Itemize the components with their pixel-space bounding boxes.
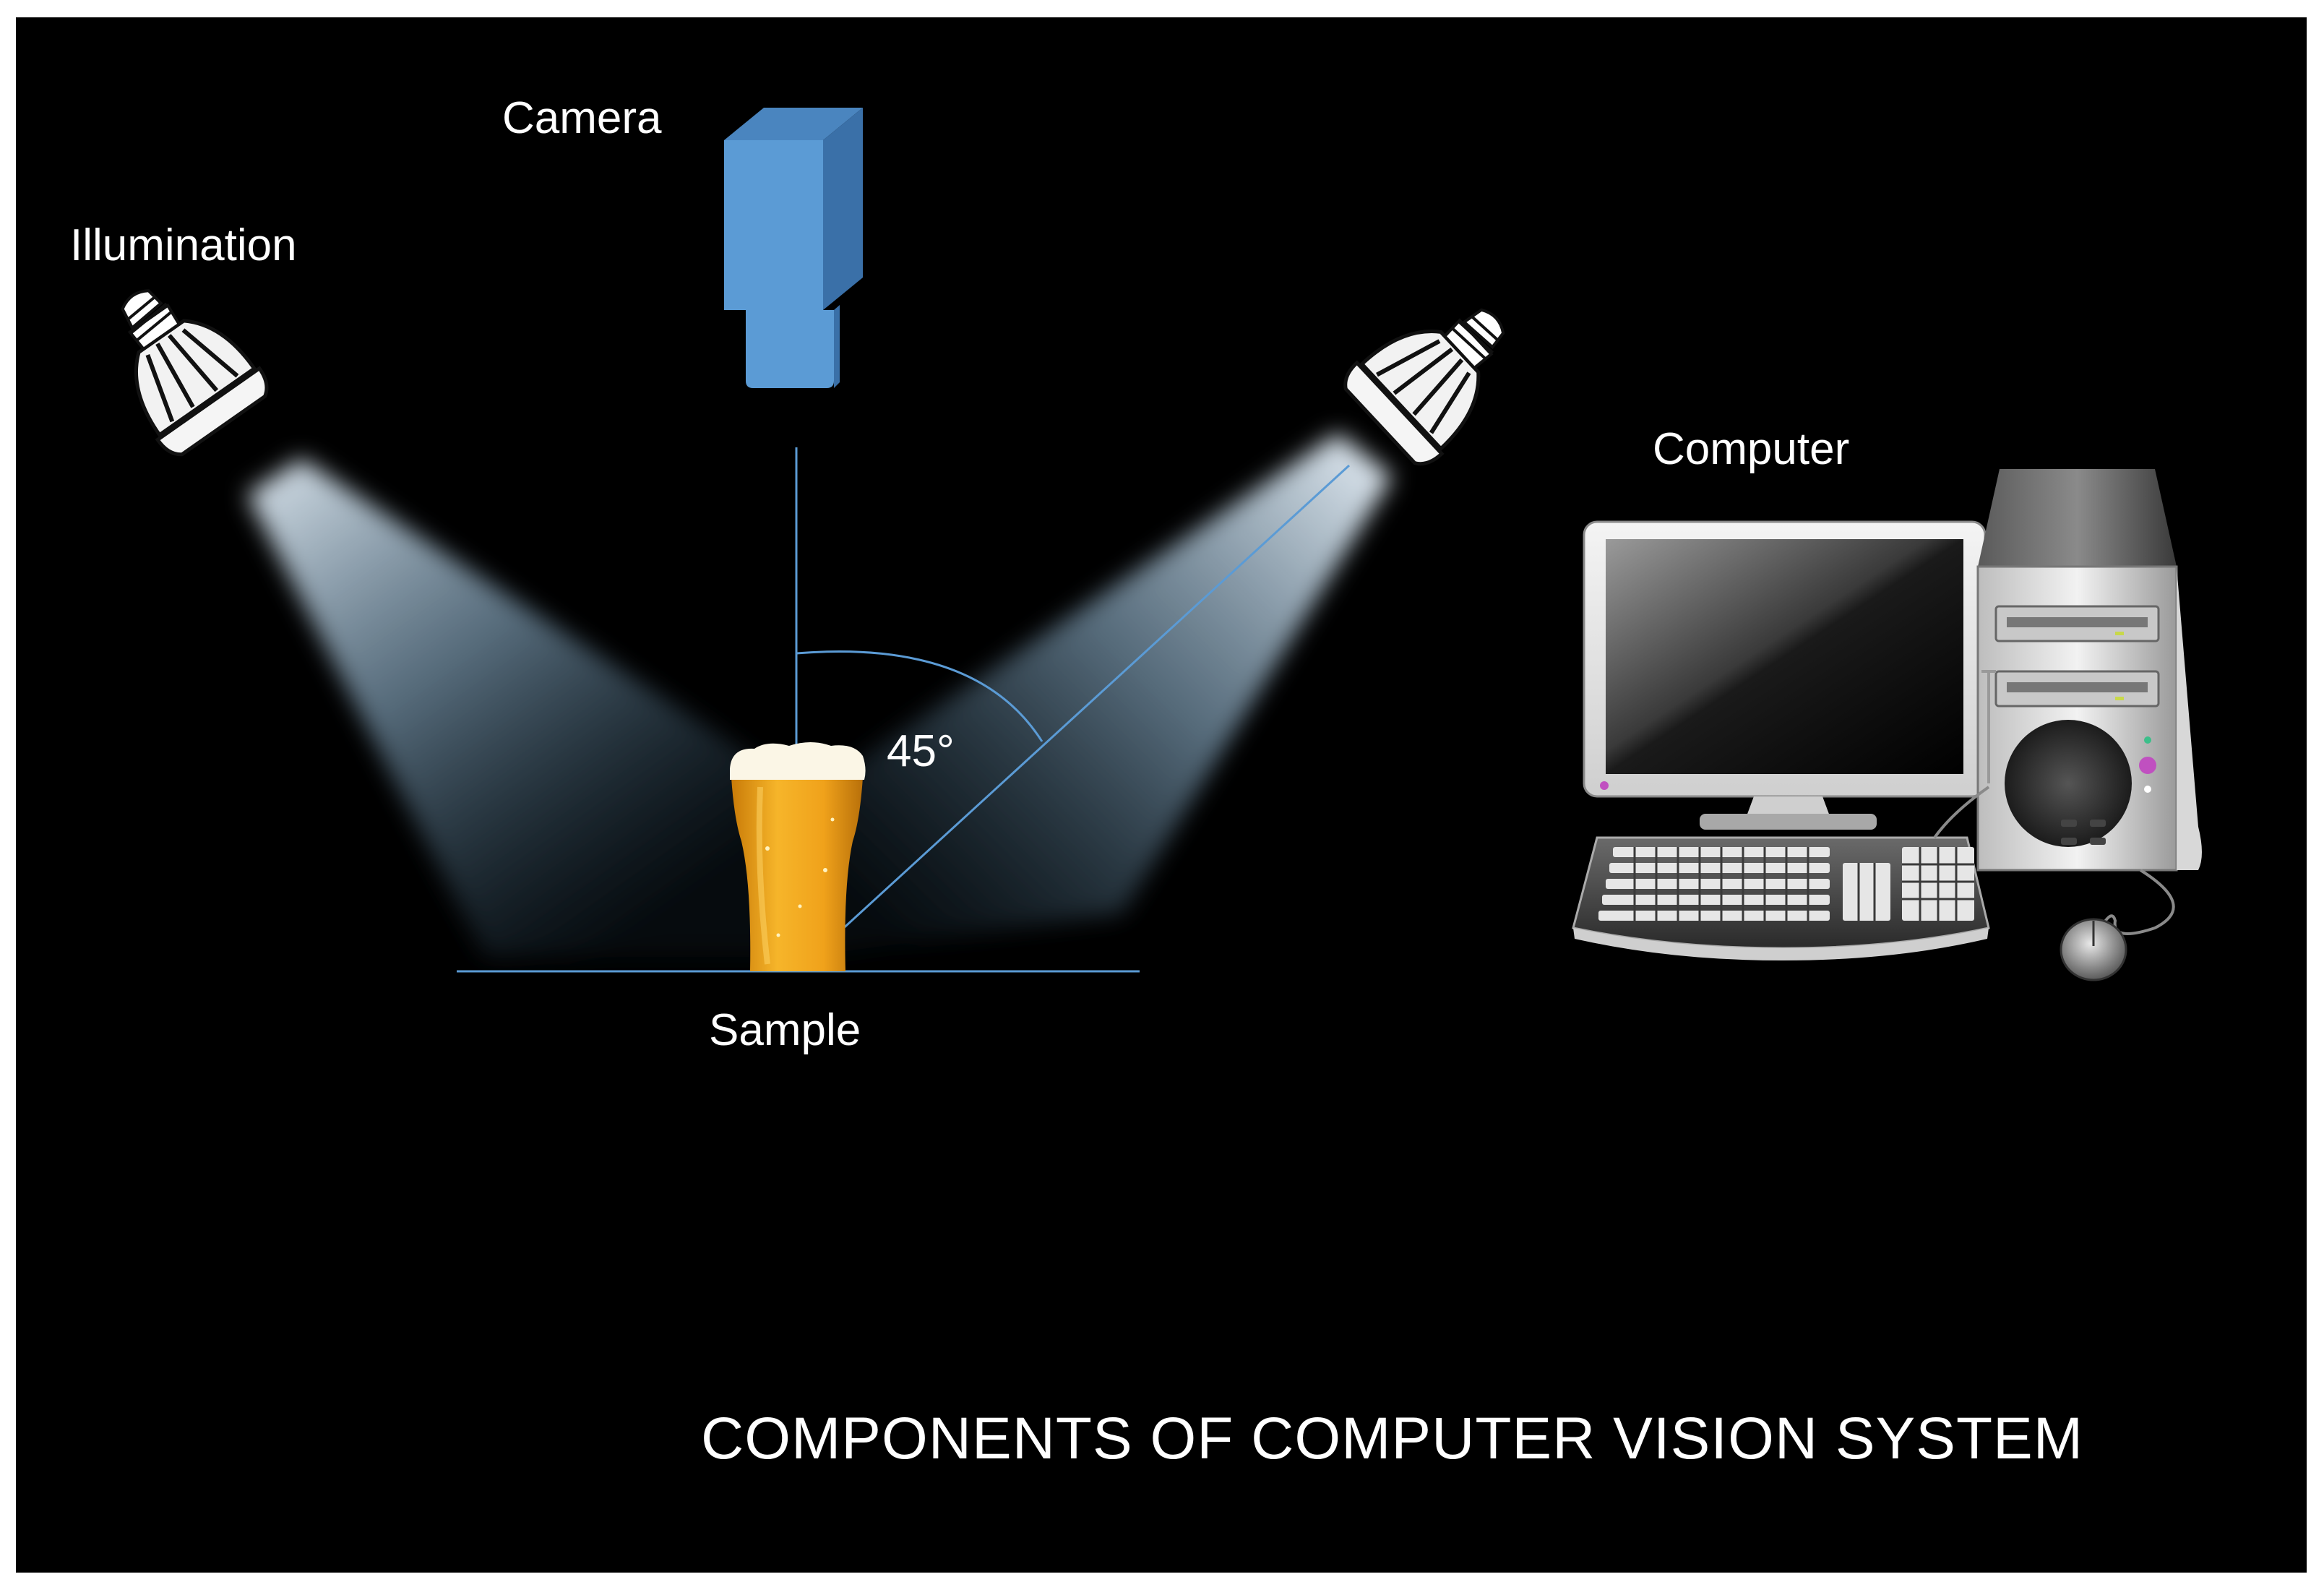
diagram-panel: Camera Illumination Computer Sample 45° … <box>16 17 2307 1573</box>
cables <box>1933 786 2175 936</box>
mouse-icon <box>2060 918 2127 981</box>
light-bulb-icon <box>1343 308 1505 466</box>
keyboard-icon <box>1572 836 1990 960</box>
sample-label: Sample <box>709 1005 861 1055</box>
computer-label: Computer <box>1653 424 1850 474</box>
camera-label: Camera <box>502 93 662 143</box>
angle-arc <box>796 650 1043 742</box>
diagram-title: COMPONENTS OF COMPUTER VISION SYSTEM <box>701 1406 2084 1471</box>
guide-lines <box>457 447 1351 973</box>
pc-tower-icon <box>1976 469 2202 872</box>
light-beam-left <box>247 458 782 957</box>
illumination-label: Illumination <box>70 220 297 270</box>
diagram-canvas <box>121 108 2202 981</box>
angle-label: 45° <box>887 726 955 776</box>
monitor-icon <box>1583 520 1987 830</box>
beer-glass-icon <box>730 742 866 971</box>
diagonal-axis <box>795 464 1351 973</box>
camera-icon <box>724 108 863 388</box>
light-bulb-icon <box>121 289 269 457</box>
